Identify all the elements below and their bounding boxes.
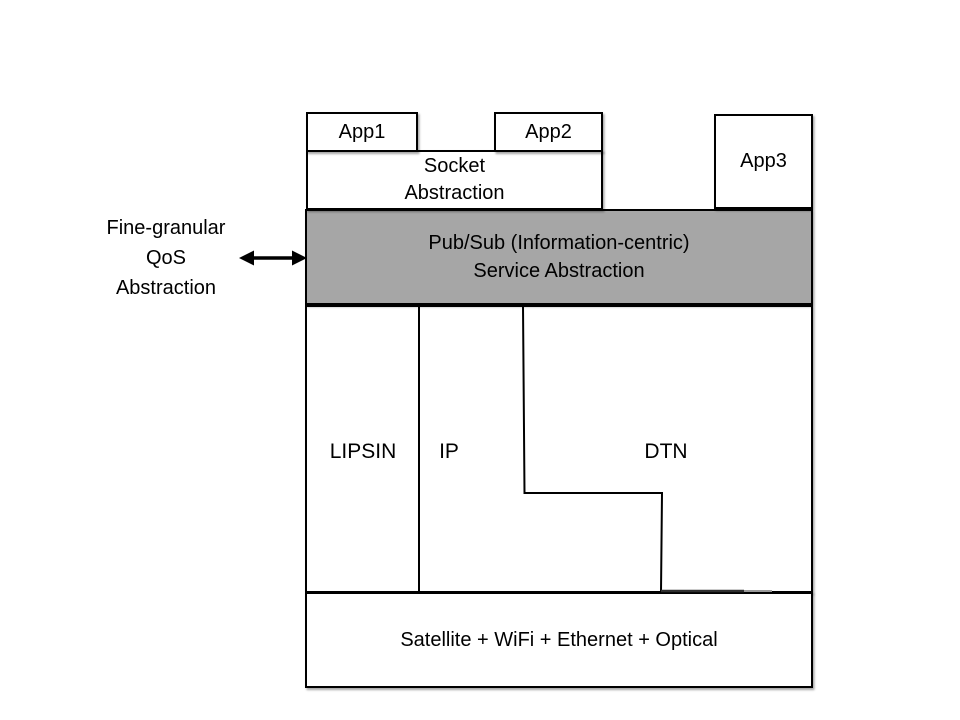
app1-label: App1 (338, 120, 386, 143)
physical-layer-label: Satellite + WiFi + Ethernet + Optical (400, 628, 718, 651)
socket-abstraction-line1: Socket (423, 155, 486, 177)
app2-box: App2 (494, 112, 603, 152)
app3-label: App3 (740, 150, 787, 172)
app2-label: App2 (525, 120, 572, 143)
pubsub-service-abstraction-box: Pub/Sub (Information-centric) Service Ab… (305, 209, 813, 305)
socket-abstraction-box: Socket Abstraction (306, 150, 603, 210)
dtn-label: DTN (644, 440, 688, 463)
pubsub-line1: Pub/Sub (Information-centric) (428, 232, 690, 254)
app1-box: App1 (306, 112, 418, 152)
socket-abstraction-line2: Abstraction (404, 182, 505, 204)
qos-abstraction-annotation: Fine-granular QoS Abstraction (66, 213, 266, 303)
ip-label: IP (439, 440, 459, 463)
app3-box: App3 (714, 114, 813, 209)
physical-layer-box: Satellite + WiFi + Ethernet + Optical (305, 592, 813, 688)
lipsin-label: LIPSIN (329, 440, 397, 463)
qos-annotation-line1: Fine-granular (106, 217, 226, 239)
qos-annotation-line2: QoS (145, 247, 187, 269)
pubsub-line2: Service Abstraction (473, 260, 645, 282)
qos-annotation-line3: Abstraction (115, 277, 217, 299)
